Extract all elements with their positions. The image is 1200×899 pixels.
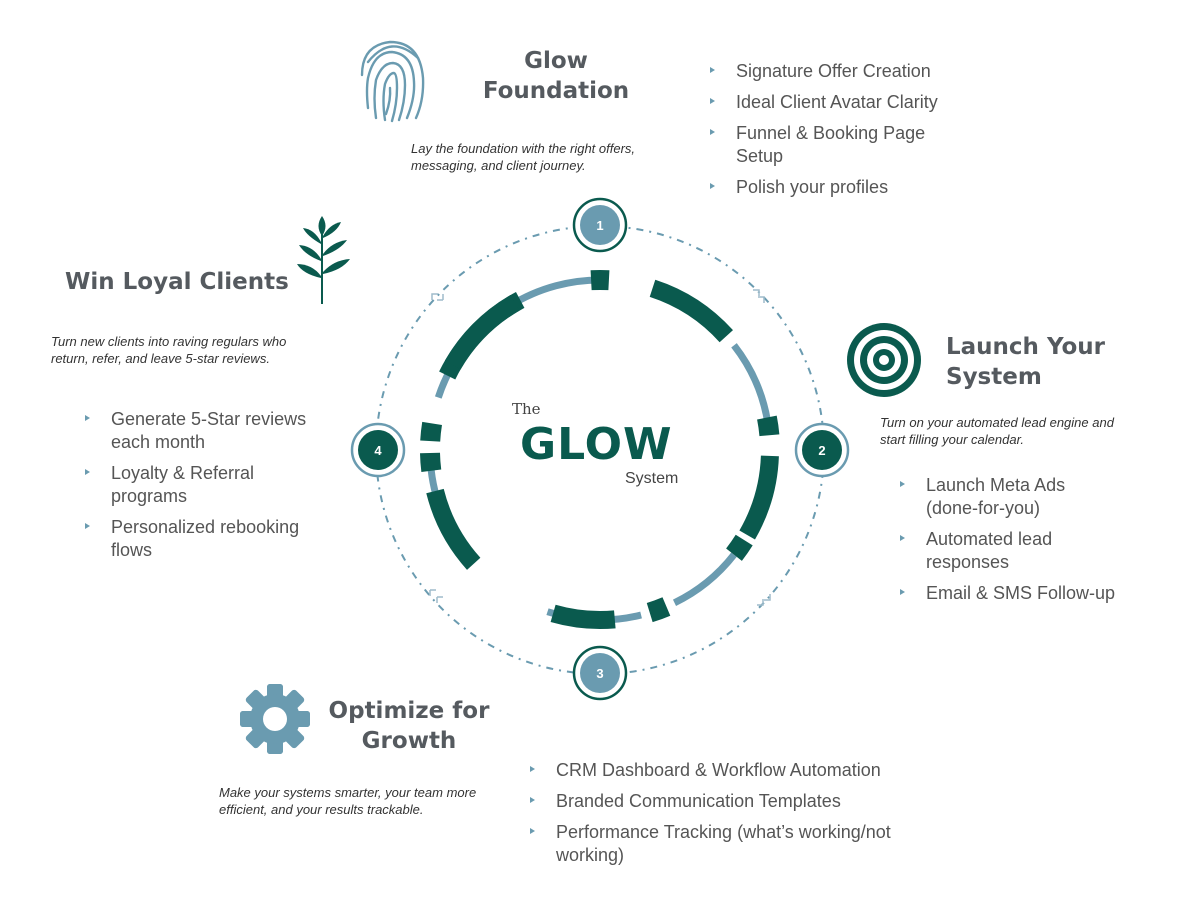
badge-1: 1 bbox=[572, 197, 628, 253]
flow-arrow-bottom-left bbox=[429, 589, 443, 603]
ring-segment-thin bbox=[731, 343, 771, 422]
fingerprint-icon bbox=[360, 40, 425, 123]
step-4-description: Turn new clients into raving regulars wh… bbox=[51, 334, 287, 366]
ring-segment-thick bbox=[445, 295, 520, 370]
step-1-bullets: Signature Offer Creation Ideal Client Av… bbox=[710, 60, 960, 207]
ring-segment-thick bbox=[649, 279, 733, 343]
flow-arrow-top-right bbox=[753, 289, 765, 303]
step-1-title-line2: Foundation bbox=[482, 78, 630, 104]
step-4-bullet: Loyalty & Referral programs bbox=[85, 462, 291, 508]
inner-segmented-ring bbox=[420, 269, 780, 629]
step-1-bullet: Signature Offer Creation bbox=[710, 60, 960, 83]
step-3-title-line1: Optimize for bbox=[328, 698, 490, 724]
logo-the: The bbox=[512, 400, 541, 418]
step-4-title: Win Loyal Clients bbox=[65, 269, 289, 295]
ring-segment-block bbox=[420, 452, 442, 472]
step-2-title-line1: Launch Your bbox=[946, 334, 1106, 360]
step-2-bullet: Launch Meta Ads (done-for-you) bbox=[900, 474, 1086, 520]
step-1-description: Lay the foundation with the right offers… bbox=[411, 141, 636, 173]
step-3-bullet: CRM Dashboard & Workflow Automation bbox=[530, 759, 930, 782]
ring-segment-block bbox=[420, 421, 442, 442]
step-2-bullet: Automated lead responses bbox=[900, 528, 1086, 574]
logo-system: System bbox=[625, 470, 679, 487]
ring-segment-thin bbox=[672, 552, 737, 606]
step-3-bullet: Performance Tracking (what’s working/not… bbox=[530, 821, 916, 867]
flow-arrow-bottom-right bbox=[757, 594, 771, 606]
plant-icon bbox=[297, 216, 350, 304]
step-1-bullet: Funnel & Booking Page Setup bbox=[710, 122, 960, 168]
badge-3-number: 3 bbox=[596, 666, 603, 681]
step-2-description: Turn on your automated lead engine and s… bbox=[880, 415, 1114, 447]
step-1-bullet: Ideal Client Avatar Clarity bbox=[710, 91, 960, 114]
badge-2: 2 bbox=[794, 422, 850, 478]
glow-system-logo: The GLOW System bbox=[505, 398, 705, 493]
step-3-bullet: Branded Communication Templates bbox=[530, 790, 930, 813]
step-4-bullets: Generate 5-Star reviews each month Loyal… bbox=[85, 408, 325, 570]
step-1-bullet: Polish your profiles bbox=[710, 176, 960, 199]
badge-2-number: 2 bbox=[818, 443, 825, 458]
ring-segment-block bbox=[726, 534, 753, 561]
logo-glow: GLOW bbox=[520, 419, 673, 470]
step-3-title: Optimize for Growth bbox=[320, 696, 498, 756]
step-3-description: Make your systems smarter, your team mor… bbox=[219, 785, 477, 817]
ring-segment-thick bbox=[426, 488, 481, 570]
step-2-title: Launch Your System bbox=[946, 332, 1146, 392]
ring-segment-thick bbox=[739, 455, 779, 540]
ring-segment-block bbox=[757, 415, 780, 437]
step-1-title-line1: Glow bbox=[524, 48, 588, 74]
ring-segment-thick bbox=[550, 604, 616, 629]
step-2-bullet: Email & SMS Follow-up bbox=[900, 582, 1140, 605]
badge-4: 4 bbox=[350, 422, 406, 478]
step-4-bullet: Personalized rebooking flows bbox=[85, 516, 325, 562]
gear-icon bbox=[240, 684, 310, 754]
step-3-bullets: CRM Dashboard & Workflow Automation Bran… bbox=[530, 759, 930, 875]
step-4-bullet: Generate 5-Star reviews each month bbox=[85, 408, 325, 454]
flow-arrow-markers bbox=[429, 289, 771, 606]
ring-segment-block bbox=[646, 597, 671, 623]
badge-1-number: 1 bbox=[596, 218, 603, 233]
step-1-title: Glow Foundation bbox=[470, 46, 642, 106]
target-icon bbox=[847, 323, 921, 397]
step-3-title-line2: Growth bbox=[361, 728, 457, 754]
badge-3: 3 bbox=[572, 645, 628, 701]
step-2-title-line2: System bbox=[946, 364, 1042, 390]
badge-4-number: 4 bbox=[374, 443, 382, 458]
flow-arrow-top-left bbox=[431, 293, 444, 301]
step-2-bullets: Launch Meta Ads (done-for-you) Automated… bbox=[900, 474, 1140, 613]
